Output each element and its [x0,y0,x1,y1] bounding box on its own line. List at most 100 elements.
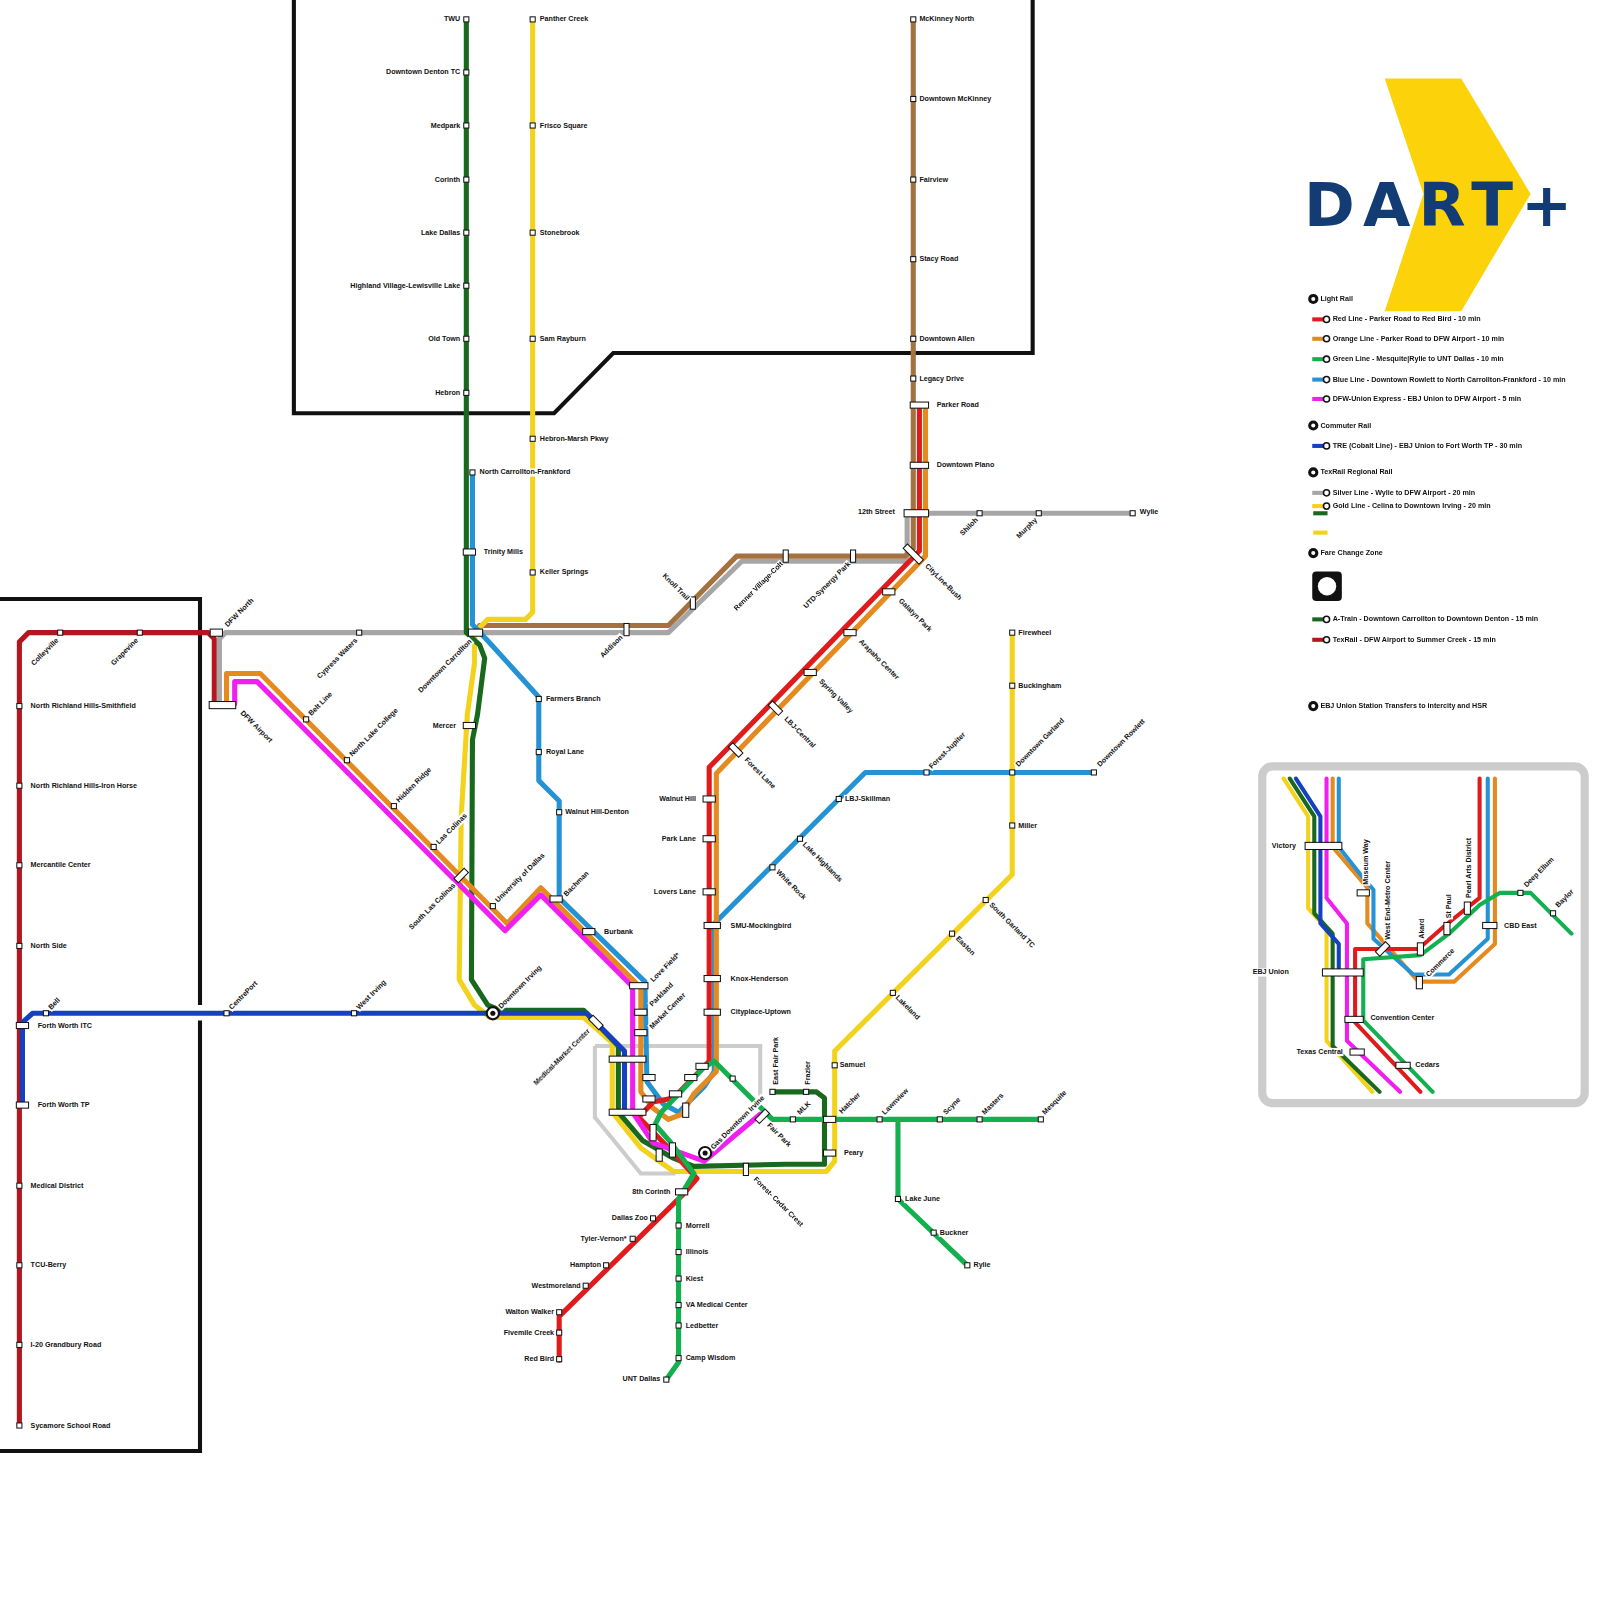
station-label: Bachman [561,869,591,899]
transfer-ring [699,1147,711,1159]
legend-extras [1312,513,1342,601]
station-marker [797,836,802,841]
station-label: North Richland Hills-Iron Horse [30,782,138,790]
station-label: Cypress Waters [315,636,360,681]
station-marker [630,1236,635,1241]
station-marker [877,1117,882,1122]
station-marker [911,336,916,341]
station-label: Fivemile Creek [503,1329,555,1337]
station-marker [43,1011,48,1016]
station-label: Scyne [941,1095,963,1117]
station-marker [609,1056,646,1062]
station-label: 12th Street [857,508,896,516]
station-marker [1464,902,1470,914]
station-marker [557,810,562,815]
station-label: Corinth [434,176,461,184]
rail-line [1355,779,1479,1092]
station-label: Forth Worth TP [37,1101,91,1109]
station-label: Forest Lane [742,755,778,791]
station-marker [669,1143,675,1157]
station-marker [589,1015,603,1029]
station-label: Samuel [839,1061,866,1069]
station-label: Cedars [1414,1061,1440,1069]
station-marker [530,17,535,22]
station-marker [609,1109,646,1115]
station-marker [683,1103,689,1117]
station-marker [16,1102,28,1108]
station-marker [703,889,715,895]
rail-line [219,513,1132,704]
rail-line [472,472,1093,1112]
station-marker [137,630,142,635]
legend-text: Light Rail [1320,295,1353,303]
station-label: Illinois [685,1248,710,1256]
station-label: North Carrollton-Frankford [479,468,572,476]
station-label: Royal Lane [545,748,585,756]
station-marker [391,804,396,809]
station-marker [1375,942,1389,956]
station-label: Love Field* [648,950,682,984]
station-marker [1038,1117,1043,1122]
legend-ring [1323,377,1329,383]
station-label: Walton Walker [504,1308,555,1316]
station-marker [210,629,222,636]
legend-text: Fare Change Zone [1320,549,1382,557]
station-label: South Las Colinas [407,881,458,932]
station-marker [1130,511,1135,516]
station-label: Arapaho Center [856,637,901,682]
rail-line [1339,779,1488,975]
station-marker [536,696,541,701]
station-marker [1551,911,1556,916]
station-marker [463,549,475,555]
inset-frame [1262,766,1584,1103]
legend-ring [1311,551,1315,555]
station-label: Masters [980,1091,1006,1117]
station-label: CBD East [1503,921,1538,929]
station-label: Walnut Hill-Denton [564,808,630,816]
region-boundaries [0,0,1033,1451]
station-marker [804,669,816,675]
station-marker [530,123,535,128]
station-marker [464,17,469,22]
station-label: Lawnview [880,1086,911,1117]
station-marker [823,1116,835,1122]
station-label: Museum Way [1362,838,1370,885]
station-marker [643,1096,655,1102]
station-label: Hebron [434,389,461,397]
station-label: Downtown Garland [1013,716,1066,769]
station-label: North Lake College [347,706,400,759]
station-marker [1417,943,1423,955]
station-label: Medical-Market Center [532,1027,593,1088]
station-label: CentrePort [227,979,260,1012]
transfer-dot [703,1151,708,1156]
boundary-line [0,599,200,1005]
station-label: North Side [30,942,68,950]
station-label: I-20 Grandbury Road [30,1341,103,1349]
station-marker [844,630,856,636]
station-label: Forest-Jupiter [927,730,968,771]
station-marker [643,1074,655,1080]
legend-ring [1323,490,1329,496]
legend-ring [1308,420,1318,430]
station-label: CityLine-Bush [923,561,964,602]
station-marker [651,1216,656,1221]
rail-line [227,405,926,1119]
station-marker [17,704,22,709]
station-label: Convention Center [1369,1014,1435,1022]
station-label: Medpark [430,121,461,129]
station-label: Lake Highlands [800,840,845,885]
station-marker [630,983,648,989]
station-marker [17,1423,22,1428]
station-marker [583,929,595,935]
station-label: Kiest [685,1274,705,1282]
station-label: Akard [1418,918,1426,940]
station-marker [664,1377,669,1382]
station-label: Westmoreland [531,1282,582,1290]
station-marker [704,1009,720,1015]
station-marker [1305,842,1342,849]
station-marker [704,976,720,982]
station-label: Keller Springs [539,568,589,576]
station-label: LBJ-Central [782,714,818,750]
station-label: Downtown Rowlett [1095,717,1147,769]
station-label: Mesquite [1040,1088,1069,1117]
